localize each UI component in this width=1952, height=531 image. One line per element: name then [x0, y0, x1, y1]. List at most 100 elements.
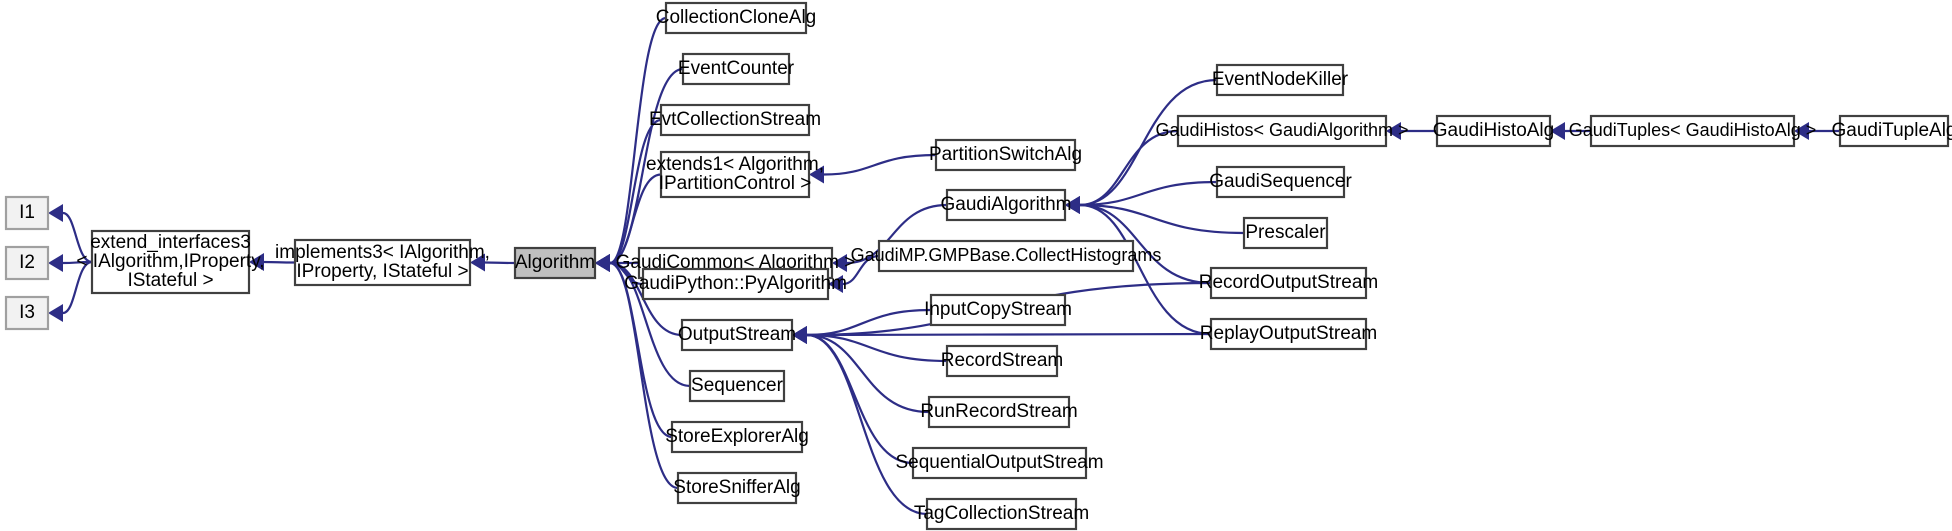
node-GaudiTuples[interactable]: GaudiTuples< GaudiHistoAlg >	[1569, 114, 1816, 148]
node-extend_interfaces3[interactable]: extend_interfaces3< IAlgorithm,IProperty…	[76, 229, 265, 295]
node-label-extend_interfaces3: extend_interfaces3< IAlgorithm,IProperty…	[76, 232, 264, 291]
node-box-I3	[4, 295, 50, 331]
node-label-TagCollectionStream: TagCollectionStream	[914, 503, 1089, 524]
node-EvtCollectionStream[interactable]: EvtCollectionStream	[649, 103, 821, 137]
node-label-GaudiTupleAlg: GaudiTupleAlg	[1832, 120, 1952, 141]
node-box-RecordOutputStream	[1209, 266, 1368, 300]
node-I1[interactable]: I1	[4, 195, 50, 231]
node-CollectionCloneAlg[interactable]: CollectionCloneAlg	[656, 1, 817, 35]
node-label-GaudiSequencer: GaudiSequencer	[1209, 171, 1352, 192]
node-box-Sequencer	[688, 369, 786, 403]
node-implements3[interactable]: implements3< IAlgorithm,IProperty, IStat…	[275, 238, 490, 287]
node-box-RecordStream	[945, 344, 1059, 378]
node-StoreExplorerAlg[interactable]: StoreExplorerAlg	[665, 420, 809, 454]
node-InputCopyStream[interactable]: InputCopyStream	[924, 293, 1072, 327]
node-label-extends1: extends1< Algorithm,IPartitionControl >	[646, 154, 824, 194]
edge-implements3-to-extend_interfaces3	[263, 260, 296, 264]
edge-extends1-to-Algorithm	[609, 173, 662, 265]
edge-InputCopyStream-to-OutputStream	[806, 308, 932, 337]
edge-Sequencer-to-Algorithm	[609, 261, 691, 388]
arrowhead-extend_interfaces3-to-I2	[48, 254, 63, 272]
node-box-GaudiTupleAlg	[1838, 114, 1950, 148]
edge-GaudiHistos-to-GaudiAlgorithm	[1079, 129, 1179, 207]
node-label-GaudiHistos: GaudiHistos< GaudiAlgorithm >	[1155, 120, 1408, 140]
node-extends1[interactable]: extends1< Algorithm,IPartitionControl >	[646, 150, 824, 199]
node-label-GaudiMP_CollectHistograms: GaudiMP.GMPBase.CollectHistograms	[851, 245, 1162, 265]
node-box-TagCollectionStream	[925, 497, 1078, 531]
node-label-CollectionCloneAlg: CollectionCloneAlg	[656, 7, 817, 28]
node-Sequencer[interactable]: Sequencer	[688, 369, 786, 403]
node-OutputStream[interactable]: OutputStream	[678, 318, 796, 352]
node-label-Prescaler: Prescaler	[1245, 222, 1326, 243]
node-GaudiSequencer[interactable]: GaudiSequencer	[1209, 165, 1352, 199]
arrowhead-Algorithm-to-implements3	[470, 253, 485, 272]
node-box-GaudiHistos	[1176, 114, 1388, 148]
node-I3[interactable]: I3	[4, 295, 50, 331]
node-Algorithm[interactable]: Algorithm	[513, 246, 597, 280]
edge-extend_interfaces3-to-I1	[62, 211, 93, 264]
node-box-implements3	[293, 238, 472, 287]
node-label-PartitionSwitchAlg: PartitionSwitchAlg	[929, 144, 1082, 165]
node-TagCollectionStream[interactable]: TagCollectionStream	[914, 497, 1089, 531]
node-box-RunRecordStream	[927, 395, 1071, 429]
node-box-EventCounter	[681, 52, 791, 86]
node-label-ReplayOutputStream: ReplayOutputStream	[1200, 323, 1377, 344]
arrowhead-GaudiTupleAlg-to-GaudiTuples	[1794, 122, 1809, 140]
node-RunRecordStream[interactable]: RunRecordStream	[920, 395, 1078, 429]
edge-PartitionSwitchAlg-to-extends1	[823, 153, 937, 176]
arrowhead-PartitionSwitchAlg-to-extends1	[809, 165, 824, 184]
node-box-StoreSnifferAlg	[676, 471, 798, 505]
node-box-Algorithm	[513, 246, 597, 280]
node-box-GaudiAlgorithm	[945, 188, 1067, 222]
node-Prescaler[interactable]: Prescaler	[1242, 216, 1329, 250]
node-GaudiHistos[interactable]: GaudiHistos< GaudiAlgorithm >	[1155, 114, 1409, 148]
arrowhead-GaudiAlgorithm-to-GaudiCommon	[832, 254, 847, 272]
arrowhead-implements3-to-extend_interfaces3	[249, 253, 264, 271]
node-I2[interactable]: I2	[4, 245, 50, 281]
node-box-extend_interfaces3	[90, 229, 251, 295]
node-box-SequentialOutputStream	[911, 446, 1088, 480]
node-label-GaudiTuples: GaudiTuples< GaudiHistoAlg >	[1569, 120, 1816, 140]
node-label-GaudiHistoAlg: GaudiHistoAlg	[1433, 120, 1554, 141]
node-GaudiMP_CollectHistograms[interactable]: GaudiMP.GMPBase.CollectHistograms	[851, 239, 1162, 273]
arrowhead-GaudiTuples-to-GaudiHistoAlg	[1550, 122, 1565, 140]
node-ReplayOutputStream[interactable]: ReplayOutputStream	[1200, 317, 1377, 351]
edge-Algorithm-to-implements3	[484, 261, 516, 265]
node-label-RecordStream: RecordStream	[941, 350, 1064, 371]
node-label-I1: I1	[19, 202, 35, 223]
node-box-ReplayOutputStream	[1209, 317, 1368, 351]
node-GaudiTupleAlg[interactable]: GaudiTupleAlg	[1832, 114, 1952, 148]
node-box-GaudiTuples	[1589, 114, 1796, 148]
node-PartitionSwitchAlg[interactable]: PartitionSwitchAlg	[929, 138, 1082, 172]
node-label-OutputStream: OutputStream	[678, 324, 796, 345]
edge-extend_interfaces3-to-I3	[62, 260, 93, 315]
node-label-GaudiPython_PyAlgorithm: GaudiPython::PyAlgorithm	[624, 273, 847, 294]
node-label-StoreExplorerAlg: StoreExplorerAlg	[665, 426, 809, 447]
arrowhead-extend_interfaces3-to-I3	[48, 304, 63, 322]
arrowhead-StoreSnifferAlg-to-Algorithm	[595, 254, 610, 272]
node-box-EvtCollectionStream	[659, 103, 811, 137]
node-SequentialOutputStream[interactable]: SequentialOutputStream	[895, 446, 1104, 480]
node-label-EvtCollectionStream: EvtCollectionStream	[649, 109, 821, 130]
node-box-GaudiPython_PyAlgorithm	[641, 267, 830, 301]
node-StoreSnifferAlg[interactable]: StoreSnifferAlg	[673, 471, 801, 505]
node-box-InputCopyStream	[929, 293, 1067, 327]
node-GaudiAlgorithm[interactable]: GaudiAlgorithm	[941, 188, 1072, 222]
arrowhead-GaudiMP_CollectHistograms-to-GaudiPython_PyAlgorithm	[828, 275, 843, 293]
node-label-Algorithm: Algorithm	[515, 252, 595, 273]
node-EventCounter[interactable]: EventCounter	[678, 52, 795, 86]
node-RecordOutputStream[interactable]: RecordOutputStream	[1199, 266, 1379, 300]
node-EventNodeKiller[interactable]: EventNodeKiller	[1212, 63, 1349, 97]
node-box-PartitionSwitchAlg	[934, 138, 1077, 172]
edge-GaudiMP_CollectHistograms-to-GaudiPython_PyAlgorithm	[842, 254, 880, 286]
node-GaudiHistoAlg[interactable]: GaudiHistoAlg	[1433, 114, 1554, 148]
node-GaudiPython_PyAlgorithm[interactable]: GaudiPython::PyAlgorithm	[624, 267, 847, 301]
node-box-extends1	[659, 150, 811, 199]
node-box-GaudiHistoAlg	[1435, 114, 1552, 148]
node-RecordStream[interactable]: RecordStream	[941, 344, 1064, 378]
node-label-RecordOutputStream: RecordOutputStream	[1199, 272, 1379, 293]
edge-ReplayOutputStream-to-OutputStream	[806, 332, 1212, 337]
node-box-OutputStream	[680, 318, 794, 352]
edge-ReplayOutputStream-to-GaudiAlgorithm	[1079, 203, 1212, 336]
